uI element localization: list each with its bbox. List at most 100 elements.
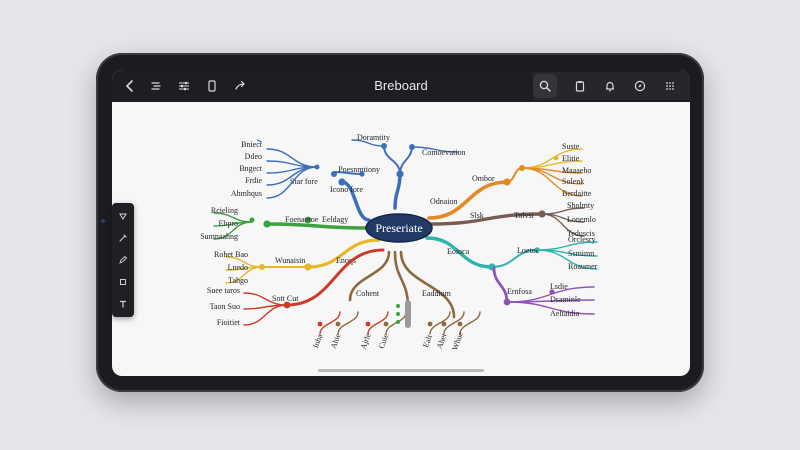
leaf-label-red-left[interactable]: Suee taros xyxy=(207,286,240,295)
leaf-node-brown-bottom[interactable] xyxy=(335,321,341,327)
branch-line-orange-right xyxy=(427,180,509,220)
branch-label-teal-right[interactable]: Eoioca xyxy=(447,247,470,256)
leaf-label-blue-left[interactable]: Ddeo xyxy=(245,152,262,161)
branch-label-purple-right[interactable]: Ernfosa xyxy=(507,287,532,296)
stylus-slider[interactable] xyxy=(405,300,411,328)
leaf-node-brown-bottom[interactable] xyxy=(365,321,371,327)
leaf-label-purple-right[interactable]: Aeltaidia xyxy=(550,309,580,318)
search-icon[interactable] xyxy=(533,74,557,98)
leaf-label-graybrown-right[interactable]: Sholmty xyxy=(567,201,594,210)
leaf-node-brown-bottom[interactable] xyxy=(427,321,433,327)
grid-icon[interactable] xyxy=(658,74,682,98)
leaf-label-teal-right[interactable]: Orclesry xyxy=(568,235,596,244)
leaf-label-brown-bottom[interactable]: Whue xyxy=(450,330,465,351)
sliders-icon[interactable] xyxy=(172,74,196,98)
toolbar-right-group xyxy=(533,72,690,100)
leaf-label-orange-right[interactable]: Berdaitte xyxy=(562,189,592,198)
tablet-icon[interactable] xyxy=(200,74,224,98)
tool-side-panel xyxy=(112,203,134,317)
menu-icon[interactable] xyxy=(144,74,168,98)
leaf-label-blue-top[interactable]: Comoevution xyxy=(422,148,466,157)
leaf-label-yellow-left[interactable]: Rohet Bao xyxy=(214,250,248,259)
branch-label-blue-left[interactable]: Star fore xyxy=(290,177,318,186)
node-blue-left-a[interactable] xyxy=(331,171,337,177)
leaf-label-green-left[interactable]: Ebpro xyxy=(218,219,238,228)
clipboard-icon[interactable] xyxy=(568,74,592,98)
top-toolbar: Breboard xyxy=(112,70,690,102)
leaf-line-blue-top xyxy=(351,139,385,147)
compass-icon[interactable] xyxy=(628,74,652,98)
branch-label-brown-bottom[interactable]: Cohent xyxy=(356,289,380,298)
leaf-label-orange-right[interactable]: Elitie xyxy=(562,154,580,163)
leaf-line-yellow-left xyxy=(225,266,263,284)
leaf-label-brown-bottom[interactable]: Ahie xyxy=(329,332,343,350)
branch-label-green-left-2[interactable]: Eeldagy xyxy=(322,215,348,224)
leaf-label-blue-left[interactable]: Bngect xyxy=(239,164,262,173)
leaf-node-brown-bottom[interactable] xyxy=(317,321,323,327)
shape-square-icon[interactable] xyxy=(116,275,130,289)
leaf-node-brown-bottom[interactable] xyxy=(457,321,463,327)
branch-label-orange-right-2[interactable]: Odnaion xyxy=(430,197,458,206)
leaf-label-red-left[interactable]: Taon Suo xyxy=(210,302,240,311)
leaf-label-orange-right[interactable]: Suste xyxy=(562,142,580,151)
leaf-label-yellow-left[interactable]: Tahgo xyxy=(228,276,248,285)
branch-line-green-left xyxy=(265,222,369,230)
leaf-node-brown-green[interactable] xyxy=(396,312,400,316)
leaf-node-brown-bottom[interactable] xyxy=(383,321,389,327)
central-topic-node[interactable] xyxy=(365,213,433,243)
bell-icon[interactable] xyxy=(598,74,622,98)
leaf-label-red-left[interactable]: Fioitiet xyxy=(217,318,241,327)
branch-label-orange-right[interactable]: Ombor xyxy=(472,174,495,183)
leaf-label-yellow-left[interactable]: Lnedo xyxy=(228,263,248,272)
link-blue-top-right xyxy=(399,145,413,175)
leaf-node-brown-green[interactable] xyxy=(396,320,400,324)
branch-label-brown-bottom-2[interactable]: Eaddium xyxy=(422,289,452,298)
leaf-label-brown-bottom[interactable]: Inha xyxy=(311,333,324,350)
leaf-label-graybrown-right[interactable]: Teduscis xyxy=(567,229,595,238)
branch-label-red-left[interactable]: Sott Cut xyxy=(272,294,299,303)
leaf-label-blue-left[interactable]: Ahmhqus xyxy=(231,189,262,198)
leaf-label-brown-bottom[interactable]: Ajrle xyxy=(359,331,373,350)
leaf-node-brown-green[interactable] xyxy=(396,304,400,308)
leaf-label-purple-right[interactable]: Dsaminle xyxy=(550,295,581,304)
pencil-tool-icon[interactable] xyxy=(116,253,130,267)
text-tool-icon[interactable] xyxy=(116,297,130,311)
leaf-label-green-left[interactable]: Sumnaahng xyxy=(200,232,238,241)
branch-line-brown-bottom xyxy=(399,250,456,319)
leaf-label-teal-right[interactable]: Roaumer xyxy=(568,262,598,271)
node-blue-left-hub[interactable] xyxy=(338,178,346,186)
leaf-label-blue-left[interactable]: Frdie xyxy=(245,176,262,185)
back-icon[interactable] xyxy=(118,74,142,98)
leaf-label-green-left[interactable]: Rcieling xyxy=(211,206,238,215)
leaf-label-orange-right[interactable]: Maaaeho xyxy=(562,166,591,175)
leaf-node-orange-right[interactable] xyxy=(553,155,559,161)
leaf-label-brown-bottom[interactable]: Ahet xyxy=(435,332,449,350)
leaf-label-teal-right[interactable]: Ssmimn xyxy=(568,249,594,258)
node-green-left-b[interactable] xyxy=(249,217,255,223)
branch-label-graybrown-right-2[interactable]: Tolvsi xyxy=(514,211,535,220)
shape-tool-icon[interactable] xyxy=(116,209,130,223)
leaf-label-blue-top[interactable]: Doramtity xyxy=(357,133,390,142)
leaf-label-brown-bottom[interactable]: Cuie xyxy=(377,332,391,350)
branch-label-yellow-left-2[interactable]: Enoqs xyxy=(336,256,356,265)
node-green-left-hub[interactable] xyxy=(304,216,312,224)
leaf-label-graybrown-right[interactable]: Lonemlo xyxy=(567,215,596,224)
leaf-label-blue-left[interactable]: Bniect xyxy=(241,140,263,149)
leaf-label-brown-bottom[interactable]: Ealt xyxy=(421,333,434,349)
branch-label-teal-right-2[interactable]: Loetoe xyxy=(517,246,540,255)
pen-tool-icon[interactable] xyxy=(116,231,130,245)
central-topic-label[interactable]: Preseriate xyxy=(375,221,422,235)
branch-label-graybrown-right[interactable]: Slsk xyxy=(470,211,484,220)
leaf-label-orange-right[interactable]: Solenk xyxy=(562,177,584,186)
branch-label-blue-left-2[interactable]: Icono fore xyxy=(330,185,364,194)
branch-label-green-left[interactable]: Foenaeroe xyxy=(285,215,319,224)
branch-label-blue-top[interactable]: Poesnmtiony xyxy=(338,165,380,174)
leaf-label-purple-right[interactable]: Lsdie xyxy=(550,282,568,291)
branch-line-brown-bottom xyxy=(348,250,391,302)
leaf-node-brown-bottom[interactable] xyxy=(441,321,447,327)
redo-icon[interactable] xyxy=(228,74,252,98)
leaf-line-orange-right xyxy=(521,167,583,197)
branch-label-yellow-left[interactable]: Wunaisin xyxy=(275,256,305,265)
node-green-left-a[interactable] xyxy=(263,220,271,228)
